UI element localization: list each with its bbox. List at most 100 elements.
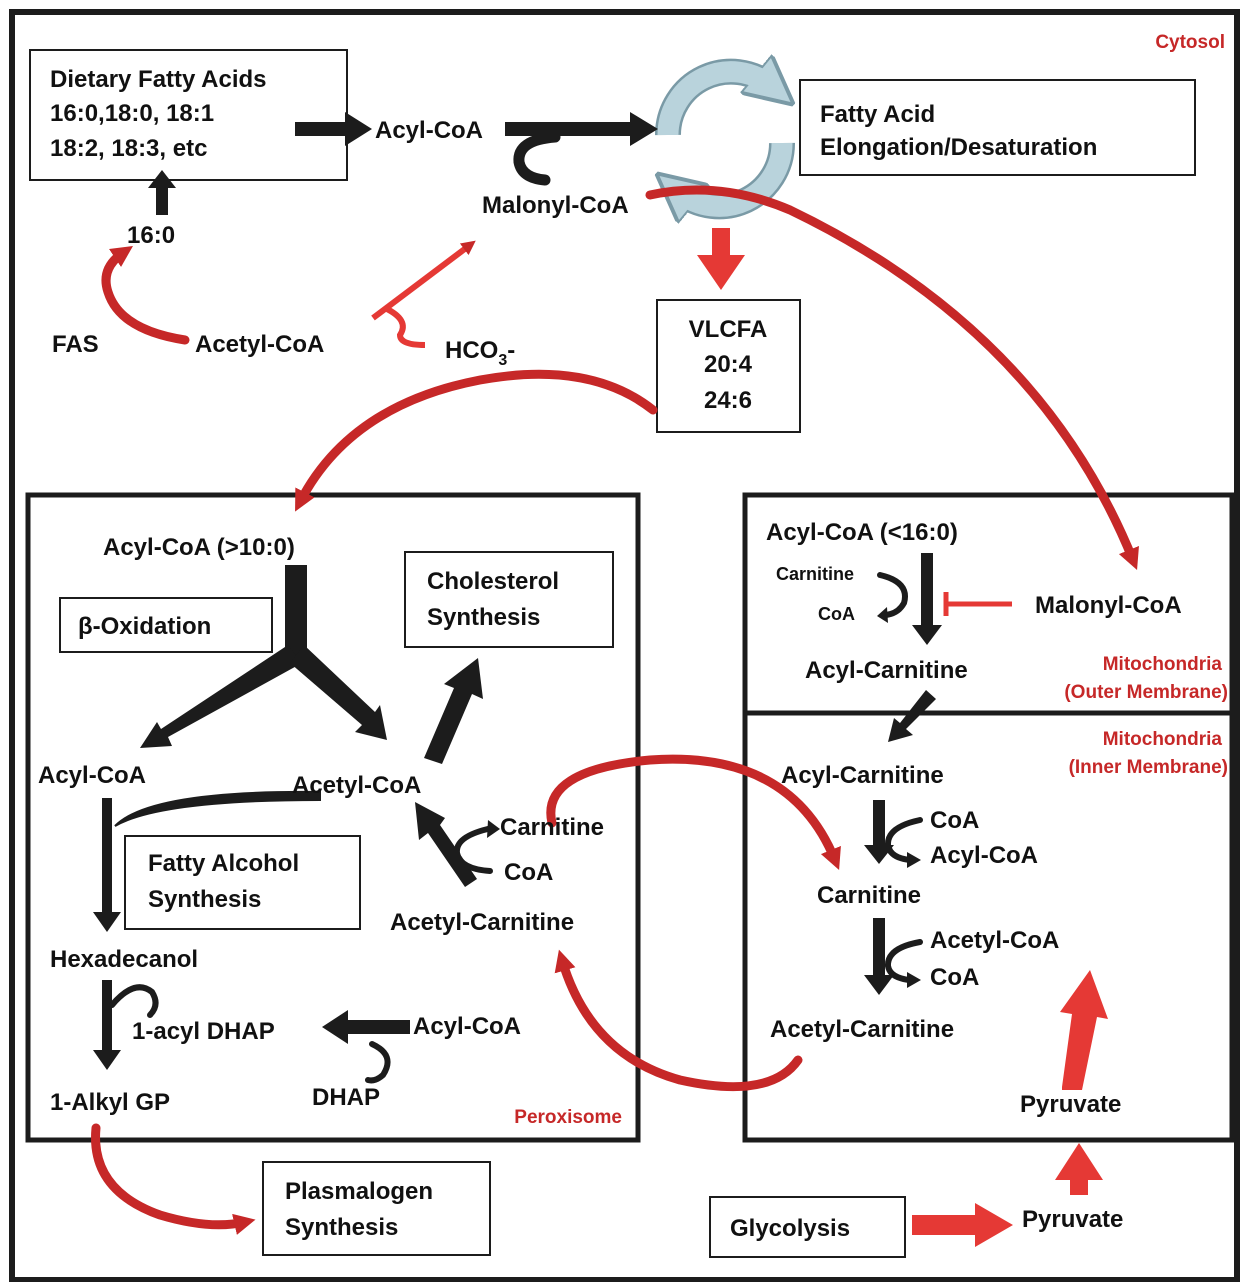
beta-oxidation-label: β-Oxidation bbox=[78, 613, 211, 640]
alkyl-gp-label: 1-Alkyl GP bbox=[50, 1089, 170, 1116]
arrow-acetylcoa-to-malonylcoa-red bbox=[371, 240, 476, 321]
arrow-acetylcarnitine-to-acetylcoa bbox=[415, 802, 477, 887]
hexadecanol-label: Hexadecanol bbox=[50, 946, 198, 973]
arrow-hco3-joins bbox=[383, 305, 426, 348]
dietary-fatty-acids-list-1: 16:0,18:0, 18:1 bbox=[50, 100, 214, 127]
arrow-carnitine-to-mito-carnitine bbox=[546, 754, 841, 870]
acetyl-carnitine-peroxisome: Acetyl-Carnitine bbox=[390, 909, 574, 936]
acetyl-coa-peroxisome: Acetyl-CoA bbox=[292, 772, 421, 799]
region-mito-outer-line2: (Outer Membrane) bbox=[1064, 682, 1228, 703]
arrow-outer-to-inner bbox=[888, 690, 936, 742]
mitochondria-inner-compartment bbox=[742, 710, 1235, 1143]
dietary-fatty-acids-list-2: 18:2, 18:3, etc bbox=[50, 135, 207, 162]
coa-mito-inner: CoA bbox=[930, 807, 979, 834]
arrow-acylcoa-to-cycle bbox=[505, 112, 658, 146]
region-mito-inner-line1: Mitochondria bbox=[1103, 729, 1223, 750]
black-arrows bbox=[93, 112, 942, 1070]
malonyl-coa-mito: Malonyl-CoA bbox=[1035, 592, 1182, 619]
acyl-coa-long-chain: Acyl-CoA (>10:0) bbox=[103, 534, 295, 561]
arrow-hexadecanol-acyldhap-exchange bbox=[109, 984, 159, 1018]
acyl-coa-short-chain: Acyl-CoA (<16:0) bbox=[766, 519, 958, 546]
cholesterol-title-1: Cholesterol bbox=[427, 568, 559, 595]
acyl-carnitine-mito-outer: Acyl-Carnitine bbox=[805, 657, 968, 684]
acyl-coa-dhap-donor: Acyl-CoA bbox=[413, 1013, 521, 1040]
beta-oxidation-box bbox=[59, 597, 273, 653]
arrow-acetylcoa-to-cholesterol bbox=[424, 658, 483, 764]
arrow-carnitine-coa-exchange-outer bbox=[877, 572, 908, 618]
arrow-glycolysis-to-pyruvate bbox=[912, 1203, 1013, 1247]
acyl-coa-peroxisome: Acyl-CoA bbox=[38, 762, 146, 789]
fatty-alcohol-title-1: Fatty Alcohol bbox=[148, 850, 299, 877]
vlcfa-title: VLCFA bbox=[689, 316, 768, 343]
arrow-fas-to-palmitate bbox=[101, 246, 190, 345]
glycolysis-label: Glycolysis bbox=[730, 1215, 850, 1242]
peroxisome-compartment bbox=[25, 492, 641, 1143]
dhap-label: DHAP bbox=[312, 1084, 380, 1111]
acetyl-coa-mito-inner: Acetyl-CoA bbox=[930, 927, 1059, 954]
arrow-acetylcoa-coa-exchange-inner bbox=[885, 939, 923, 983]
elongation-desaturation-box bbox=[799, 79, 1196, 176]
carnitine-mito-outer: Carnitine bbox=[776, 564, 854, 584]
fatty-alcohol-synthesis-box bbox=[124, 835, 361, 930]
arrow-vlcfa-to-peroxisome bbox=[295, 369, 658, 512]
elongation-title-2: Elongation/Desaturation bbox=[820, 134, 1097, 161]
arrow-split-right bbox=[290, 645, 387, 740]
carnitine-mito-inner: Carnitine bbox=[817, 882, 921, 909]
plasmalogen-title-1: Plasmalogen bbox=[285, 1178, 433, 1205]
arrow-dhap-joins bbox=[365, 1041, 391, 1084]
black-side-arrows bbox=[109, 131, 923, 1084]
arrow-mito-outer-down bbox=[912, 553, 942, 645]
arrow-acetylcoa-to-fatty-alcohol bbox=[114, 790, 321, 827]
arrow-carnitine-coa-exchange-peroxisome bbox=[453, 825, 495, 874]
arrow-hexadecanol-to-alkylgp bbox=[93, 980, 121, 1070]
acetyl-carnitine-mito-inner: Acetyl-Carnitine bbox=[770, 1016, 954, 1043]
coa-mito-inner-2: CoA bbox=[930, 964, 979, 991]
arrow-acylcoa-to-hexadecanol bbox=[93, 798, 121, 932]
arrow-coa-acylcoa-exchange-inner bbox=[885, 817, 923, 863]
acyl-coa-cytosol: Acyl-CoA bbox=[375, 117, 483, 144]
cytosol-compartment bbox=[9, 9, 1240, 1282]
arrow-malonylcoa-to-mito-outer bbox=[645, 185, 1139, 571]
arrow-dietary-to-acylcoa bbox=[295, 112, 372, 146]
arrow-acetylcarnitine-to-peroxisome bbox=[554, 949, 803, 1092]
cholesterol-title-2: Synthesis bbox=[427, 604, 540, 631]
cholesterol-synthesis-box bbox=[404, 551, 614, 648]
acetyl-coa-cytosol: Acetyl-CoA bbox=[195, 331, 324, 358]
vlcfa-204: 20:4 bbox=[704, 351, 753, 378]
dietary-fatty-acids-title: Dietary Fatty Acids bbox=[50, 66, 267, 93]
glycolysis-box bbox=[709, 1196, 906, 1258]
region-mito-outer-line1: Mitochondria bbox=[1103, 654, 1223, 675]
arrow-mito-inner-down-2 bbox=[864, 918, 894, 995]
acyl-dhap-label: 1-acyl DHAP bbox=[132, 1018, 275, 1045]
bicarbonate-label: HCO3- bbox=[445, 337, 515, 369]
arrow-acylcoa-to-acyldhap bbox=[322, 1010, 410, 1044]
arrow-pyruvate-to-pyruvate bbox=[1055, 1143, 1103, 1195]
plasmalogen-title-2: Synthesis bbox=[285, 1214, 398, 1241]
arrow-pyruvate-to-acetylcoa bbox=[1060, 970, 1108, 1090]
coa-peroxisome: CoA bbox=[504, 859, 553, 886]
malonyl-coa-cytosol: Malonyl-CoA bbox=[482, 192, 629, 219]
arrow-split-left bbox=[140, 645, 302, 748]
dietary-fatty-acids-box bbox=[29, 49, 348, 181]
plasmalogen-synthesis-box bbox=[262, 1161, 491, 1256]
red-arrows bbox=[91, 185, 1139, 1247]
fas-label: FAS bbox=[52, 331, 99, 358]
region-peroxisome: Peroxisome bbox=[514, 1107, 622, 1128]
pyruvate-cytosol: Pyruvate bbox=[1022, 1206, 1123, 1233]
acyl-carnitine-mito-inner: Acyl-Carnitine bbox=[781, 762, 944, 789]
acyl-coa-mito-inner: Acyl-CoA bbox=[930, 842, 1038, 869]
arrow-alkylgp-to-plasmalogen bbox=[91, 1123, 256, 1235]
arrow-acetylcoa-to-malonylcoa bbox=[513, 131, 561, 186]
vlcfa-246: 24:6 bbox=[704, 387, 752, 414]
vlcfa-box bbox=[656, 299, 801, 433]
elongation-title-1: Fatty Acid bbox=[820, 101, 935, 128]
carnitine-peroxisome: Carnitine bbox=[500, 814, 604, 841]
coa-mito-outer: CoA bbox=[818, 604, 855, 624]
arrow-palmitate-up bbox=[148, 170, 176, 215]
pyruvate-mito: Pyruvate bbox=[1020, 1091, 1121, 1118]
region-mito-inner-line2: (Inner Membrane) bbox=[1069, 757, 1228, 778]
fatty-alcohol-title-2: Synthesis bbox=[148, 886, 261, 913]
palmitate-label: 16:0 bbox=[127, 222, 175, 249]
arrow-peroxisome-stem bbox=[285, 565, 307, 662]
